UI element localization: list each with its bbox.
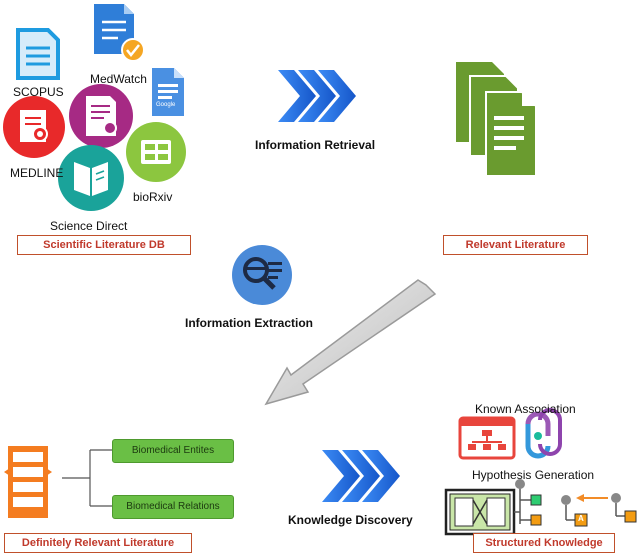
scopus-label: SCOPUS bbox=[13, 85, 64, 99]
biorxiv-label: bioRxiv bbox=[133, 190, 173, 204]
medwatch-label: MedWatch bbox=[90, 72, 147, 86]
scopus-icon bbox=[16, 28, 60, 80]
scientific-literature-db-label: Scientific Literature DB bbox=[17, 235, 191, 255]
biomedical-entities-box: Biomedical Entites bbox=[112, 439, 234, 463]
document-list-icon bbox=[4, 446, 52, 518]
science-direct-icon bbox=[58, 145, 124, 211]
known-association-label: Known Association bbox=[475, 402, 576, 416]
definitely-relevant-literature-label: Definitely Relevant Literature bbox=[4, 533, 192, 553]
known-association-chart-icon bbox=[458, 416, 516, 460]
extraction-icon bbox=[232, 245, 292, 305]
knowledge-discovery-label: Knowledge Discovery bbox=[288, 513, 413, 527]
known-association-link-icon bbox=[525, 408, 562, 459]
information-retrieval-label: Information Retrieval bbox=[255, 138, 376, 152]
bracket-lines bbox=[62, 449, 112, 507]
hypothesis-generation-label: Hypothesis Generation bbox=[472, 468, 595, 482]
chevron-arrows-icon-2 bbox=[322, 450, 400, 502]
medline-label: MEDLINE bbox=[10, 166, 64, 180]
structured-knowledge-label: Structured Knowledge bbox=[473, 533, 615, 553]
certificate-icon bbox=[69, 84, 133, 148]
google-doc-icon bbox=[152, 68, 184, 116]
science-direct-label: Science Direct bbox=[50, 219, 128, 233]
chevron-arrows-icon bbox=[278, 70, 356, 122]
relevant-literature-label: Relevant Literature bbox=[443, 235, 588, 255]
biorxiv-icon bbox=[126, 122, 186, 182]
google-badge-label: Google bbox=[156, 102, 176, 108]
hypothesis-graph-icon bbox=[444, 479, 637, 536]
biomedical-relations-box: Biomedical Relations bbox=[112, 495, 234, 519]
relevant-documents-icon bbox=[456, 62, 537, 177]
medline-icon bbox=[3, 96, 65, 158]
diagonal-arrow bbox=[264, 279, 437, 406]
information-extraction-label: Information Extraction bbox=[185, 316, 314, 330]
node-a-label: A bbox=[578, 514, 584, 523]
medwatch-icon bbox=[94, 4, 145, 62]
